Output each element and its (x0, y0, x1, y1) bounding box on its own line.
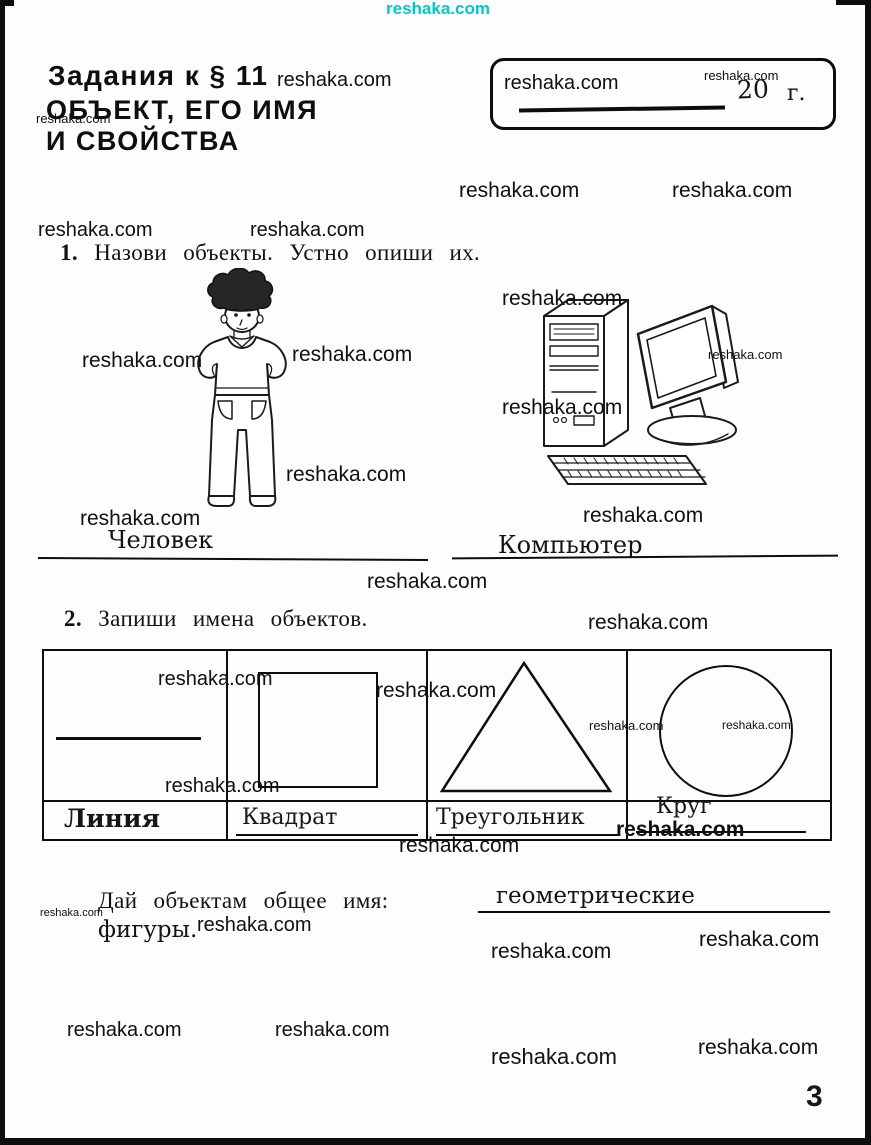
shape-cell-circle (628, 651, 830, 800)
shape-cell-triangle (428, 651, 628, 800)
watermark: reshaka.com (708, 347, 783, 362)
watermark: reshaka.com (158, 668, 273, 690)
label-cell-line: Линия (44, 800, 228, 839)
watermark: reshaka.com (67, 1019, 182, 1041)
answer-triangle-name: Треугольник (436, 805, 585, 830)
watermark: reshaka.com (277, 69, 392, 91)
date-blank-line (518, 105, 726, 113)
watermark: reshaka.com (197, 914, 312, 936)
task2-text: 2. Запиши имена объектов. (64, 606, 368, 631)
answer-square-name: Квадрат (242, 805, 338, 830)
shape-cell-line (44, 651, 228, 800)
scan-mark-top-right (836, 0, 871, 5)
scan-border-left (0, 0, 5, 1145)
watermark: reshaka.com (588, 611, 709, 634)
watermark: reshaka.com (292, 343, 413, 366)
watermark: reshaka.com (38, 219, 153, 241)
watermark: reshaka.com (80, 507, 201, 530)
watermark: reshaka.com (275, 1019, 390, 1041)
watermark: reshaka.com (616, 818, 745, 841)
scan-border-bottom (0, 1138, 871, 1145)
triangle-shape (439, 660, 613, 793)
task1-number: 1. (60, 240, 79, 265)
square-shape (258, 672, 378, 788)
task1-text: 1. Назови объекты. Устно опиши их. (60, 240, 481, 265)
watermark: reshaka.com (504, 72, 619, 94)
circle-shape (659, 665, 793, 797)
computer-illustration (543, 299, 739, 485)
scan-mark-top-left (0, 0, 14, 6)
page-number: 3 (806, 1080, 823, 1113)
year-suffix: г. (787, 81, 806, 106)
shape-cell-square (228, 651, 428, 800)
followup-answer-line (478, 911, 830, 913)
answer-circle-name: Круг (656, 794, 712, 819)
watermark: reshaka.com (698, 1036, 819, 1059)
watermark: reshaka.com (286, 463, 407, 486)
watermark-site-top: reshaka.com (386, 0, 490, 18)
answer-line-name: Линия (64, 804, 160, 833)
watermark: reshaka.com (399, 834, 520, 857)
label-cell-square: Квадрат (228, 800, 428, 839)
watermark: reshaka.com (502, 287, 623, 310)
label-cell-triangle: Треугольник (428, 800, 628, 839)
watermark: reshaka.com (376, 679, 497, 702)
watermark: reshaka.com (165, 775, 280, 797)
watermark: reshaka.com (40, 907, 103, 919)
watermark: reshaka.com (589, 718, 664, 733)
answer-underline (636, 831, 806, 833)
line-shape (56, 737, 201, 740)
answer-underline (236, 834, 418, 836)
watermark: reshaka.com (722, 718, 791, 732)
watermark: reshaka.com (367, 570, 488, 593)
followup-answer-1: геометрические (496, 883, 695, 909)
answer-computer: Компьютер (498, 531, 643, 559)
page-title-line1: ОБЪЕКТ, ЕГО ИМЯ (46, 95, 319, 125)
watermark: reshaka.com (459, 179, 580, 202)
watermark: reshaka.com (36, 111, 111, 126)
watermark: reshaka.com (583, 504, 704, 527)
watermark: reshaka.com (704, 68, 779, 83)
answer-line-person (37, 556, 429, 562)
watermark: reshaka.com (491, 940, 612, 963)
watermark: reshaka.com (82, 349, 203, 372)
label-cell-circle: Круг (628, 794, 830, 839)
watermark: reshaka.com (250, 219, 365, 241)
watermark: reshaka.com (699, 928, 820, 951)
watermark: reshaka.com (491, 1044, 617, 1069)
watermark: reshaka.com (672, 179, 793, 202)
date-box: 20 г. (490, 58, 836, 130)
followup-prompt: Дай объектам общее имя: (98, 888, 389, 913)
answer-person: Человек (108, 526, 214, 554)
page-title-line2: И СВОЙСТВА (46, 126, 240, 156)
scan-border-right (865, 0, 871, 1145)
person-illustration (197, 268, 287, 507)
followup-answer-2: фигуры. (98, 917, 198, 943)
task2-number: 2. (64, 606, 83, 631)
answer-underline (436, 834, 618, 836)
watermark: reshaka.com (502, 396, 623, 419)
section-title: Задания к § 11 (48, 60, 269, 91)
shapes-table: Линия Квадрат Треугольник Круг (42, 649, 832, 841)
